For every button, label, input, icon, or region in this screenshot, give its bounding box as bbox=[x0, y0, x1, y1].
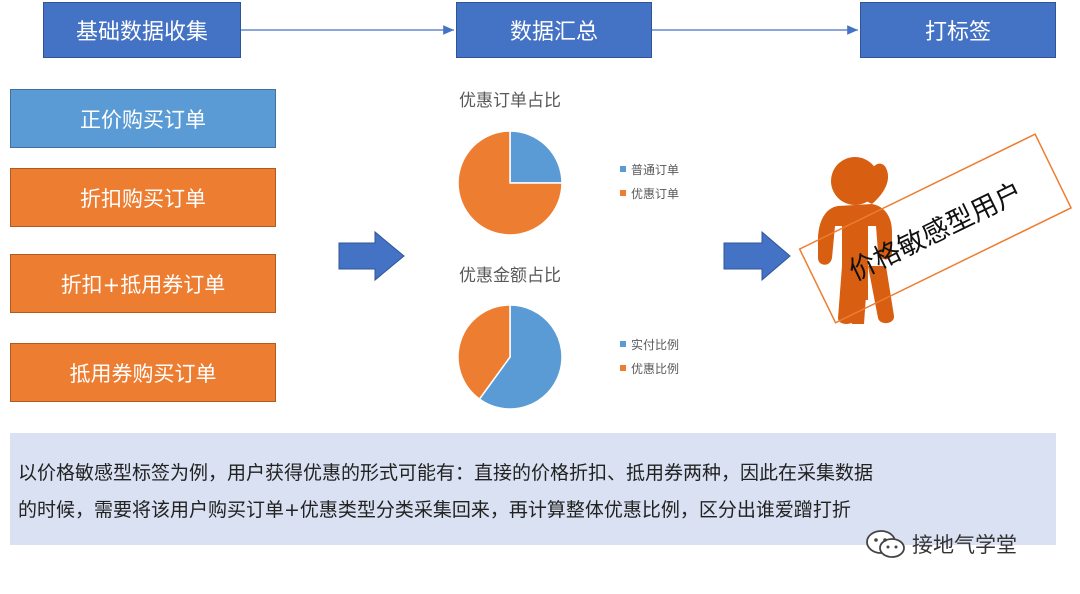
legend-swatch bbox=[620, 341, 626, 347]
pie-slice-1 bbox=[509, 130, 563, 184]
legend-label: 优惠比例 bbox=[631, 362, 679, 376]
pie-slice-2 bbox=[457, 130, 563, 236]
legend-label: 普通订单 bbox=[631, 163, 679, 177]
legend-swatch bbox=[620, 365, 626, 371]
block-arrow-right bbox=[723, 230, 791, 282]
caption-line-2: 的时候，需要将该用户购买订单+优惠类型分类采集回来，再计算整体优惠比例，区分出谁… bbox=[18, 499, 851, 521]
legend-label: 实付比例 bbox=[631, 337, 679, 352]
caption-box: 以价格敏感型标签为例，用户获得优惠的形式可能有：直接的价格折扣、抵用券两种，因此… bbox=[10, 433, 1056, 545]
legend-swatch bbox=[620, 166, 626, 172]
watermark-text: 接地气学堂 bbox=[912, 533, 1017, 557]
pie-chart-orders: 优惠订单占比 普通订单 优惠订单 bbox=[457, 91, 679, 236]
order-box-coupon: 抵用券购买订单 bbox=[10, 343, 276, 402]
pie-chart-amount: 优惠金额占比 实付比例 优惠比例 bbox=[457, 266, 679, 410]
thinking-person-icon bbox=[818, 157, 895, 324]
chart-title: 优惠订单占比 bbox=[459, 91, 561, 111]
block-arrow-left bbox=[338, 230, 405, 282]
watermark: 接地气学堂 bbox=[864, 528, 1017, 560]
header-summary: 数据汇总 bbox=[456, 2, 652, 58]
wechat-icon bbox=[866, 530, 905, 558]
header-tag: 打标签 bbox=[860, 2, 1056, 58]
order-box-discount: 折扣购买订单 bbox=[10, 168, 276, 227]
pie-slice-1 bbox=[478, 304, 563, 410]
legend-swatch bbox=[620, 190, 626, 196]
chart-title: 优惠金额占比 bbox=[459, 266, 561, 286]
pie-slice-2 bbox=[457, 304, 511, 401]
header-collect: 基础数据收集 bbox=[43, 2, 241, 58]
legend-label: 优惠订单 bbox=[631, 187, 679, 201]
caption-line-1: 以价格敏感型标签为例，用户获得优惠的形式可能有：直接的价格折扣、抵用券两种，因此… bbox=[18, 462, 874, 484]
order-box-full-price: 正价购买订单 bbox=[10, 89, 276, 148]
order-box-discount-coupon: 折扣+抵用券订单 bbox=[10, 254, 276, 313]
